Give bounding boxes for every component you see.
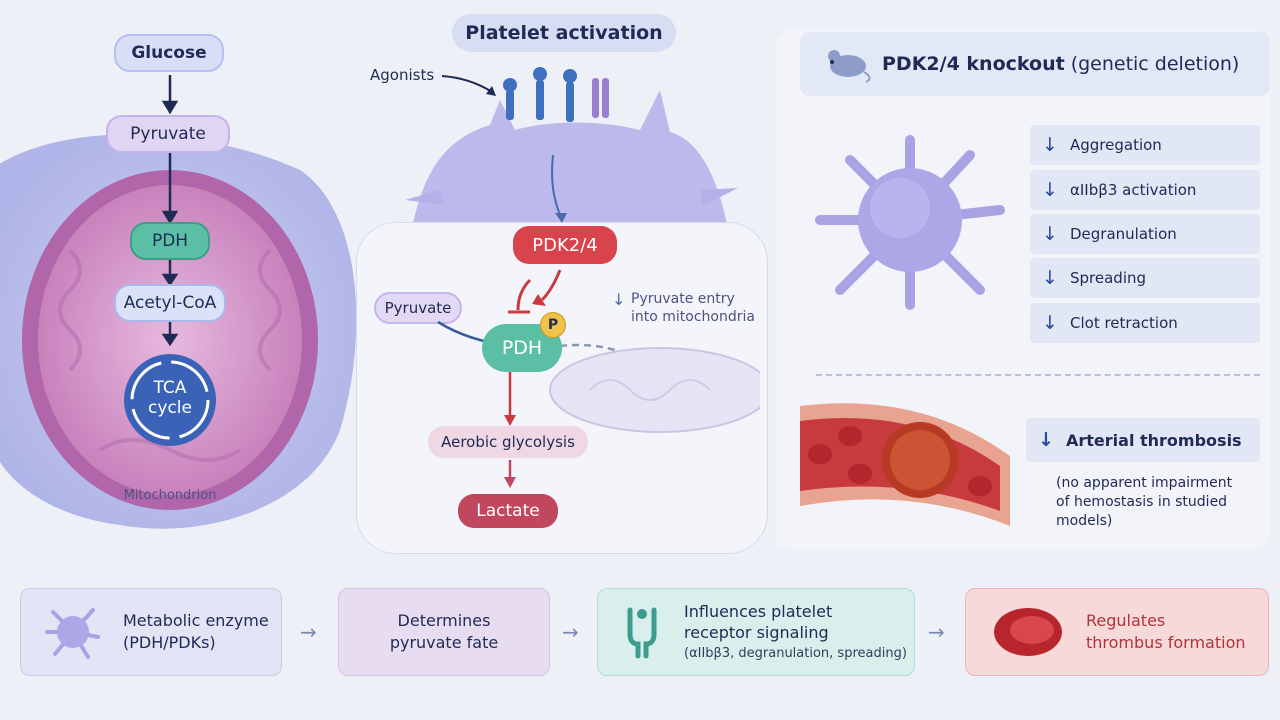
signal-arrow xyxy=(551,155,567,223)
lactate-label: Lactate xyxy=(458,494,558,528)
red-blood-cell-icon xyxy=(994,608,1062,656)
pyruvate-entry-text: Pyruvate entry into mitochondria xyxy=(631,291,755,325)
knockout-subtitle: (genetic deletion) xyxy=(1070,53,1240,75)
agonists-label: Agonists xyxy=(370,66,435,84)
arrow-right-icon: → xyxy=(928,620,945,644)
effect-degranulation: ↓ Degranulation xyxy=(1030,214,1260,254)
blood-vessel-thrombus-icon xyxy=(800,403,1010,526)
down-arrow-icon: ↓ xyxy=(1042,223,1058,245)
flow-text: Determines xyxy=(397,611,491,630)
flow-text: Influences platelet xyxy=(684,601,833,621)
knockout-header: PDK2/4 knockout (genetic deletion) xyxy=(800,32,1270,96)
flow-text: (αIIbβ3, degranulation, spreading) xyxy=(684,645,907,661)
effect-aggregation: ↓ Aggregation xyxy=(1030,125,1260,165)
flow-receptor-signaling: Influences platelet receptor signaling (… xyxy=(597,588,915,676)
flow-text: thrombus formation xyxy=(1086,633,1246,652)
flow-text: receptor signaling xyxy=(684,622,829,642)
platelet-membrane xyxy=(400,90,740,260)
flow-text: Regulates xyxy=(1086,611,1166,630)
pdh-label: PDH xyxy=(130,222,210,260)
aerobic-glycolysis-label: Aerobic glycolysis xyxy=(428,426,588,458)
arrow-right-icon: → xyxy=(300,620,317,644)
platelet-icon xyxy=(45,608,100,659)
acetyl-coa-label: Acetyl-CoA xyxy=(114,284,226,322)
flow-text: pyruvate fate xyxy=(389,633,499,652)
receptor-icon xyxy=(627,607,657,659)
mitochondrion-caption: Mitochondrion xyxy=(123,488,217,503)
glucose-label: Glucose xyxy=(114,34,224,72)
pyruvate-input-label: Pyruvate xyxy=(374,292,462,324)
mitochondria-outline xyxy=(549,347,760,433)
platelet-activation-title: Platelet activation xyxy=(452,14,676,52)
flow-text: Metabolic enzyme xyxy=(123,611,269,630)
pyruvate-label: Pyruvate xyxy=(106,115,230,153)
left-pathway-arrows xyxy=(161,75,179,347)
phospho-badge: P xyxy=(540,312,566,338)
knockout-title: PDK2/4 knockout xyxy=(882,53,1065,75)
effect-clot-retraction: ↓ Clot retraction xyxy=(1030,303,1260,343)
receptors-icon xyxy=(503,67,609,122)
down-arrow-icon: ↓ xyxy=(1042,134,1058,156)
pdh-center-label: PDH xyxy=(482,324,562,372)
tca-cycle-icon xyxy=(124,354,216,446)
divider xyxy=(816,374,1260,376)
down-arrow-icon: ↓ xyxy=(1042,312,1058,334)
down-arrow-icon: ↓ xyxy=(1038,429,1054,451)
mouse-icon xyxy=(828,50,871,83)
arrow-right-icon: → xyxy=(562,620,579,644)
effect-integrin-activation: ↓ αIIbβ3 activation xyxy=(1030,170,1260,210)
effect-arterial-thrombosis: ↓ Arterial thrombosis xyxy=(1026,418,1260,462)
down-arrow-icon: ↓ xyxy=(1042,267,1058,289)
tca-label: TCA cycle xyxy=(148,378,192,418)
down-arrow-icon: ↓ xyxy=(1042,179,1058,201)
activated-platelet-icon xyxy=(815,135,1005,310)
flow-pyruvate-fate: Determines pyruvate fate xyxy=(338,588,550,676)
agonists-arrow xyxy=(441,75,496,96)
hemostasis-note: (no apparent impairment of hemostasis in… xyxy=(1056,475,1233,529)
flow-text: (PDH/PDKs) xyxy=(123,633,216,652)
flow-metabolic-enzyme: Metabolic enzyme (PDH/PDKs) xyxy=(20,588,282,676)
down-arrow-icon: ↓ xyxy=(612,290,626,309)
flow-thrombus-formation: Regulates thrombus formation xyxy=(965,588,1269,676)
pdk-label: PDK2/4 xyxy=(513,226,617,264)
effect-spreading: ↓ Spreading xyxy=(1030,258,1260,298)
